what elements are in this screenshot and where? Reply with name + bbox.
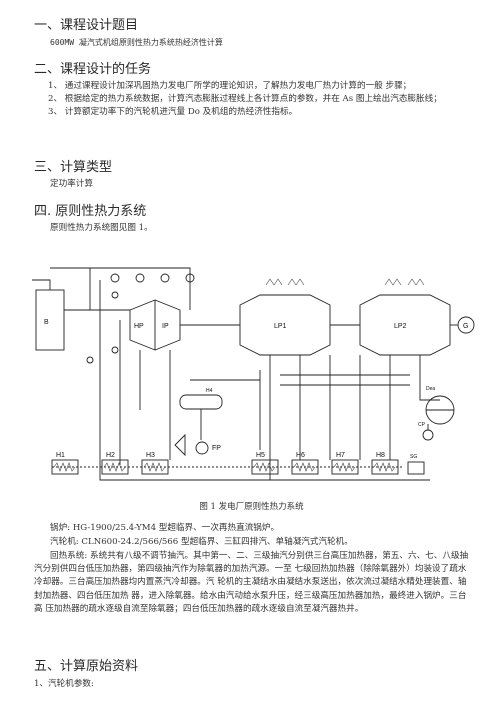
design-title: 600MW 凝汽式机组原则性热力系统热经济性计算 [50,38,223,47]
section-heading-2: 二、课程设计的任务 [34,62,152,77]
lp1-turbine [239,294,331,356]
label-h8: H8 [376,452,385,459]
label-generator: G [463,323,468,330]
label-lp1: LP1 [274,323,287,330]
label-h3: H3 [146,452,155,459]
thermal-system-diagram: B HP IP LP1 LP2 G FP Dea CP SG H1 H2 H3 … [32,267,475,481]
system-intro: 原则性热力系统图见图 1。 [50,223,153,233]
params-title: 1、汽轮机参数: [34,679,94,689]
label-ip: IP [162,323,169,330]
section-heading-1: 一、课程设计题目 [34,18,139,33]
label-boiler: B [44,319,49,326]
lp2-turbine [359,294,451,356]
task-item-1: 1、 通过课程设计加深巩固热力发电厂所学的理论知识，了解热力发电厂热力计算的一般… [48,81,412,91]
label-cp: CP [418,422,426,428]
task-item-3: 3、 计算额定功率下的汽轮机进汽量 Do 及机组的热经济性指标。 [48,107,298,118]
label-h6: H6 [296,452,305,459]
deaerator [179,394,223,410]
label-hp: HP [134,323,144,330]
label-h5: H5 [256,452,265,459]
boiler-line: 锅炉: HG-1900/25.4-YM4 型超临界、一次再热直流锅炉。 [50,523,280,533]
figure-caption: 图 1 发电厂原则性热力系统 [199,502,304,512]
task-list: 1、 通过课程设计加深巩固热力发电厂所学的理论知识，了解热力发电厂热力计算的一般… [34,80,474,120]
label-fp: FP [212,445,221,452]
feed-pump [195,441,209,455]
label-lp2: LP2 [394,323,407,330]
section-heading-5: 五、计算原始资料 [34,659,139,674]
task-item-2: 2、 根据给定的热力系统数据，计算汽态膨胀过程线上各计算点的参数，并在 As 图… [48,94,442,105]
section-heading-4: 四. 原则性热力系统 [34,204,147,219]
label-h1: H1 [56,452,65,459]
boiler-box [35,289,65,351]
regen-paragraph: 回热系统: 系统共有八级不调节抽汽。其中第一、二、三级抽汽分别供三台高压加热器，… [34,551,469,614]
calc-type: 定功率计算 [50,179,93,189]
label-h2: H2 [106,452,115,459]
section-heading-3: 三、计算类型 [34,160,113,175]
turbine-line: 汽轮机: CLN600-24.2/566/566 型超临界、三缸四排汽、单轴凝汽… [50,537,353,547]
seal-heater [407,461,425,475]
condensate-pump [422,429,434,441]
label-sg: SG [410,454,417,460]
generator [457,316,475,334]
label-dea: Dea [426,386,435,392]
label-h7: H7 [336,452,345,459]
label-h4: H4 [206,388,213,394]
